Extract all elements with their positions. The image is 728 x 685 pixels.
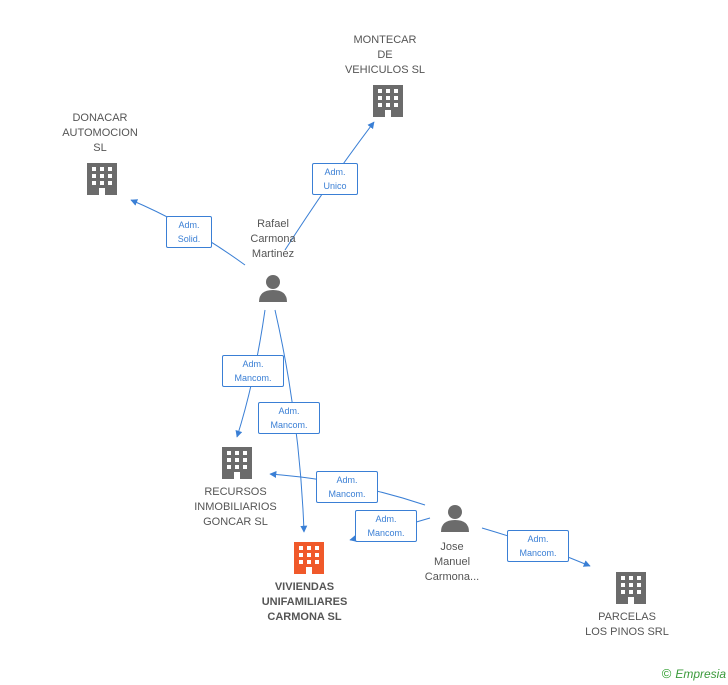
brand-logo: Empresia <box>675 667 726 681</box>
relation-label-jose-viviendas: Adm. Mancom. <box>355 510 417 542</box>
relation-label-rafael-donacar: Adm. Solid. <box>166 216 212 248</box>
relation-label-rafael-viviendas: Adm. Mancom. <box>258 402 320 434</box>
building-icon[interactable] <box>616 572 646 604</box>
person-label-jose[interactable]: Jose Manuel Carmona... <box>424 541 480 583</box>
building-icon[interactable] <box>373 85 403 117</box>
relation-label-rafael-montecar: Adm. Unico <box>312 163 358 195</box>
company-label-viviendas[interactable]: VIVIENDAS UNIFAMILIARES CARMONA SL <box>261 581 348 623</box>
company-label-donacar[interactable]: DONACAR AUTOMOCION SL <box>62 112 138 154</box>
relation-label-rafael-recursos: Adm. Mancom. <box>222 355 284 387</box>
relation-label-jose-recursos: Adm. Mancom. <box>316 471 378 503</box>
company-label-parcelas[interactable]: PARCELAS LOS PINOS SRL <box>585 611 669 638</box>
relation-label-jose-parcelas: Adm. Mancom. <box>507 530 569 562</box>
building-highlight-icon[interactable] <box>294 542 324 574</box>
person-icon[interactable] <box>259 275 287 302</box>
footer-brand[interactable]: ©Empresia <box>662 666 726 681</box>
building-icon[interactable] <box>87 163 117 195</box>
person-icon[interactable] <box>441 505 469 532</box>
copyright-icon: © <box>661 666 672 681</box>
building-icon[interactable] <box>222 447 252 479</box>
company-label-montecar[interactable]: MONTECAR DE VEHICULOS SL <box>344 34 426 76</box>
company-label-recursos[interactable]: RECURSOS INMOBILIARIOS GONCAR SL <box>194 486 277 528</box>
person-label-rafael[interactable]: Rafael Carmona Martinez <box>250 218 296 260</box>
